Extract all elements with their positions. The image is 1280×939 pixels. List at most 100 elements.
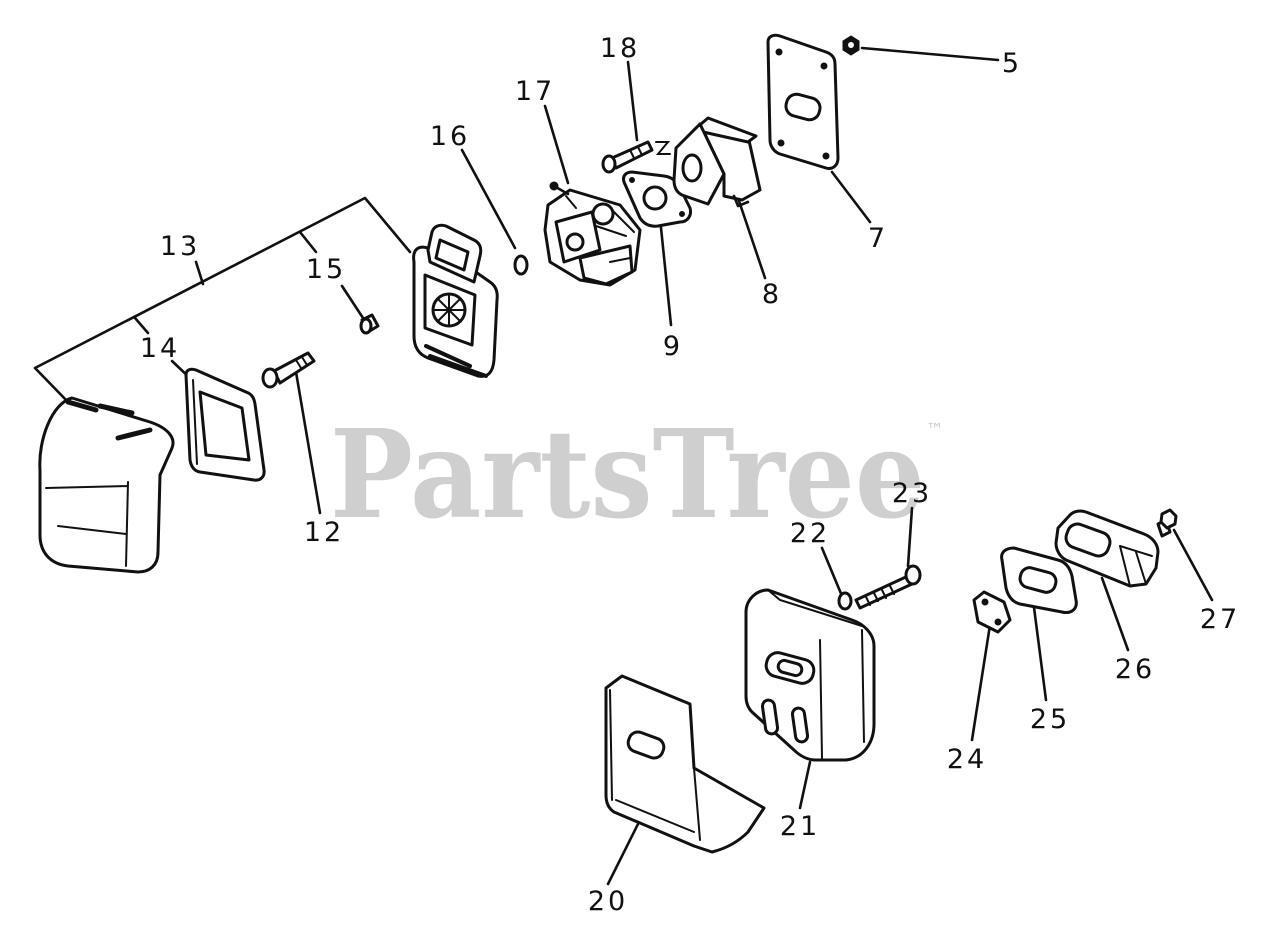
callout-23: 23 [892,478,932,509]
filter-depth-line [192,379,198,465]
leader-line-27 [1172,528,1214,602]
bolt-12-drawing [261,351,316,389]
plate-7-hole-c [777,139,785,147]
leader-line-14-tick [133,316,150,335]
air-cleaner-cover-drawing [38,396,175,574]
callout-8: 8 [762,279,782,310]
plate-7-hole-a [775,48,783,56]
plate-24-hole-b [994,618,1002,626]
plate-7-hole-b [820,62,828,70]
base-bottom-ridge [424,344,488,378]
callout-26: 26 [1115,654,1155,685]
callout-9: 9 [663,331,683,362]
gasket-25-port [1018,566,1058,594]
bolt-18-drawing [601,140,654,174]
bolt-18-head [601,154,617,174]
insulator-8-drawing [655,116,762,208]
carburetor-detail-lines [565,195,635,263]
collar-end [359,317,373,335]
gasket-9-hole-b [679,211,685,217]
leader-line-9 [658,216,673,327]
plate-24-drawing [972,590,1012,634]
leader-line-5 [860,46,1000,62]
carburetor-17-drawing [543,181,642,287]
leader-line-26 [1100,576,1130,652]
leader-line-16 [460,148,517,250]
plate-7-hole-d [822,152,830,160]
bolt-23-threads [865,585,895,606]
cover-outline [38,396,175,574]
o-ring-16-drawing [513,254,529,276]
callout-13: 13 [160,231,200,262]
callout-12: 12 [304,517,344,548]
muffler-slot-right [790,706,810,744]
callout-5: 5 [1002,48,1022,79]
muffler-slot-left [760,698,780,736]
base-tab-window [434,238,470,272]
callout-14: 14 [140,333,180,364]
callout-15: 15 [306,254,346,285]
filter-inner-frame [198,390,251,462]
washer-22-drawing [837,591,853,611]
heat-shield-fold-lines [609,689,701,841]
leader-line-15-tick [298,230,318,254]
gasket-9-port [642,185,668,211]
air-cleaner-base-drawing [412,223,499,378]
callout-25: 25 [1030,704,1070,735]
carburetor-screw [552,184,570,196]
callout-18: 18 [600,33,640,64]
leader-lines [33,46,1214,886]
carburetor-bottom-bowl [578,244,634,286]
callout-21: 21 [780,811,820,842]
plate-24-hole-a [981,598,989,606]
callout-22: 22 [790,518,830,549]
leader-line-7 [830,170,872,224]
callout-17: 17 [515,76,555,107]
leader-line-18 [626,60,639,142]
leader-line-25 [1030,590,1048,702]
insulator-mark [655,141,671,155]
bolt-12-shank [272,351,316,385]
callout-27: 27 [1200,604,1240,635]
bolt-23-drawing [854,564,922,610]
exhaust-cover-26-drawing [1054,509,1160,588]
plate-7-drawing [766,33,840,170]
muffler-21-drawing [744,588,876,762]
plate-7-port [784,92,822,122]
leader-line-20 [606,818,642,886]
nut-5-bore [848,42,854,48]
leader-line-13-tick [194,260,205,286]
bolt-12-threads [295,356,308,369]
leader-line-22 [820,546,844,598]
bolt-18-threads [629,146,643,159]
callout-16: 16 [430,121,470,152]
cover-slots [65,399,153,441]
watermark-brand: PartsTree [330,402,925,546]
insulator-top-face [692,116,758,144]
plate-24-outline [972,590,1012,634]
leader-line-12 [294,370,322,515]
nut-5-drawing [842,35,860,56]
callout-numbers: 18 5 17 16 7 13 15 8 14 9 12 23 22 27 26… [140,33,1240,917]
heat-shield-port [626,730,666,760]
muffler-rim-lines [767,589,865,759]
muffler-port-inner [776,658,804,678]
cover-26-block-lines [1119,545,1153,587]
screw-27-drawing [1156,508,1178,538]
cover-edge-lines [45,481,129,567]
collar-15-drawing [359,313,380,335]
bolt-23-head [904,564,922,586]
watermark-trademark: ™ [926,420,944,441]
insulator-step [732,194,750,208]
gasket-25-drawing [1000,546,1078,614]
screw-27-head [1159,508,1178,530]
callout-20: 20 [588,886,628,917]
leader-line-8 [736,196,767,280]
watermark: PartsTree ™ [330,402,944,546]
air-filter-element-drawing [184,367,266,482]
carburetor-adjust-screw [565,232,585,252]
bolt-12-head [261,367,279,389]
carburetor-throttle-lever [591,202,615,226]
gasket-9-hole-a [629,177,635,183]
